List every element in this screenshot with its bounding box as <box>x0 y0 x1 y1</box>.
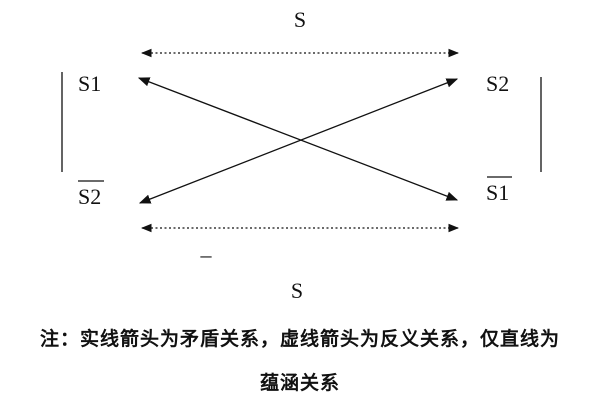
left-bottom-term: S2 <box>78 184 101 209</box>
right-top-term: S2 <box>486 71 509 96</box>
right-bottom-term: S1 <box>486 180 509 205</box>
caption-line-2: 蕴涵关系 <box>259 372 340 394</box>
top-label-s: S <box>294 7 306 32</box>
bottom-label-bar: – <box>200 242 213 267</box>
left-top-term: S1 <box>78 71 101 96</box>
bottom-label-s: S <box>291 278 303 303</box>
diagonal-arrow-s2-to-not-s2 <box>138 78 459 204</box>
diagonal-arrow-s1-to-not-s1 <box>137 77 459 201</box>
caption-line-1: 注：实线箭头为矛盾关系，虚线箭头为反义关系，仅直线为 <box>39 328 560 350</box>
